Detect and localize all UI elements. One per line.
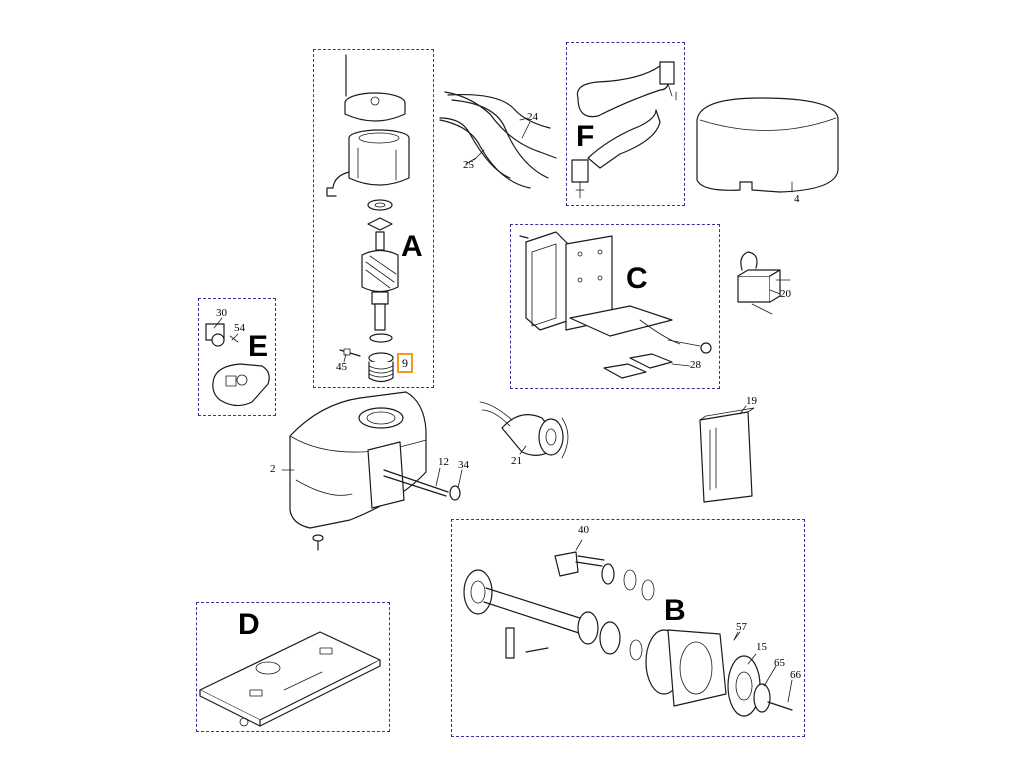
- cable-set-art: [571, 61, 677, 199]
- callout-25: 25: [463, 159, 474, 171]
- callout-45: 45: [336, 361, 347, 373]
- capacitor-art: [737, 251, 791, 315]
- callout-21: 21: [511, 455, 522, 467]
- motor-stator-housing: [348, 137, 410, 186]
- callout-66: 66: [790, 669, 801, 681]
- callout-54: 54: [234, 322, 245, 334]
- motor-cable: [326, 171, 350, 197]
- callout-2: 2: [270, 463, 276, 475]
- gear-train-art: [463, 551, 793, 717]
- control-bracket-art: [519, 231, 712, 379]
- callout-40: 40: [578, 524, 589, 536]
- motor-shaft: [374, 303, 386, 331]
- callout-20: 20: [780, 288, 791, 300]
- group-b-label: B: [664, 594, 686, 627]
- control-board-art: [699, 407, 755, 503]
- callout-65: 65: [774, 657, 785, 669]
- group-c-label: C: [626, 262, 648, 295]
- motor-rotor: [361, 249, 399, 293]
- group-e-frame: [198, 298, 276, 416]
- motor-assembly-art: [326, 54, 410, 383]
- callout-19: 19: [746, 395, 757, 407]
- group-a-frame: [313, 49, 434, 388]
- callout-30: 30: [216, 307, 227, 319]
- callout-leaders: [213, 121, 793, 703]
- callout-4: 4: [794, 193, 800, 205]
- callout-34: 34: [458, 459, 469, 471]
- motor-spacer: [367, 217, 393, 231]
- callout-28: 28: [690, 359, 701, 371]
- group-a-label: A: [401, 230, 423, 263]
- encoder-art: [479, 401, 569, 459]
- callout-57: 57: [736, 621, 747, 633]
- callout-12: 12: [438, 456, 449, 468]
- callout-15: 15: [756, 641, 767, 653]
- callout-9-highlighted[interactable]: 9: [397, 353, 413, 373]
- group-c-frame: [510, 224, 720, 389]
- group-d-label: D: [238, 608, 260, 641]
- group-b-frame: [451, 519, 805, 737]
- gear-housing-art: [289, 391, 461, 551]
- group-f-frame: [566, 42, 685, 206]
- release-lock-art: [205, 323, 270, 407]
- callout-24: 24: [527, 111, 538, 123]
- base-plate-art: [199, 631, 381, 727]
- group-d-frame: [196, 602, 390, 732]
- motor-bearing-washer: [367, 199, 393, 211]
- cover-art: [696, 97, 839, 193]
- group-e-label: E: [248, 330, 269, 363]
- group-f-label: F: [576, 120, 595, 153]
- wire-harness-art: [439, 91, 557, 189]
